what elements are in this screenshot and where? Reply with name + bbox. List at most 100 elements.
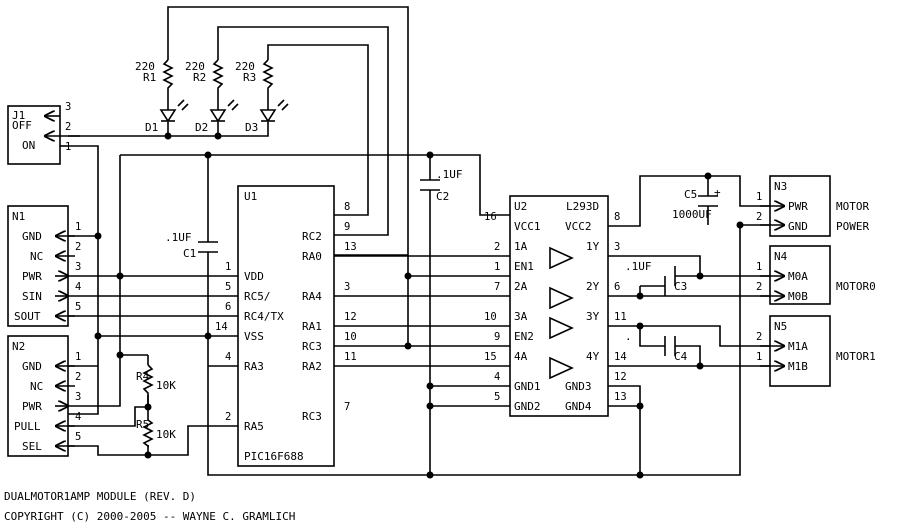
resistor-r2: 220 R2 <box>185 59 224 110</box>
capacitor-c5: + C5 1000UF <box>672 186 721 221</box>
n5-label: MOTOR1 <box>836 350 876 363</box>
r3-ref: R3 <box>243 71 256 84</box>
d2-ref: D2 <box>195 121 208 134</box>
u1-part: PIC16F688 <box>244 450 304 463</box>
n2-ref: N2 <box>12 340 25 353</box>
connector-n3: N3 PWR GND 1 2 MOTOR POWER <box>756 175 869 237</box>
pin-number: 2 <box>756 211 762 223</box>
pin-number: 13 <box>344 241 357 253</box>
pin-label: 2Y <box>586 280 600 293</box>
pin-label: VCC1 <box>514 220 541 233</box>
pin-number: 3 <box>344 281 350 293</box>
r4-ref: R4 <box>136 370 150 383</box>
junctions <box>94 132 744 479</box>
pin-label: GND <box>22 230 42 243</box>
pin-label: SIN <box>22 290 42 303</box>
pin-number: 3 <box>75 261 81 273</box>
pin-number: 6 <box>225 301 231 313</box>
pin-number: 10 <box>484 311 497 323</box>
capacitor-c3: .1UF C3 <box>625 260 687 296</box>
r2-value: 220 <box>185 60 205 73</box>
r2-ref: R2 <box>193 71 206 84</box>
pin-number: 2 <box>75 241 81 253</box>
pin-label: RA2 <box>302 360 322 373</box>
title-line-1: DUALMOTOR1AMP MODULE (REV. D) <box>4 490 196 503</box>
pin-label: VSS <box>244 330 264 343</box>
pin-number: 4 <box>494 371 500 383</box>
pin-label: RC2 <box>302 230 322 243</box>
pin-label: M1A <box>788 340 808 353</box>
pin-number: 1 <box>756 261 762 273</box>
c4-value: . <box>625 330 632 343</box>
pin-number: 3 <box>614 241 620 253</box>
pin-label: GND4 <box>565 400 592 413</box>
pin-number: 6 <box>614 281 620 293</box>
pin-label: PULL <box>14 420 41 433</box>
n4-ref: N4 <box>774 250 788 263</box>
pin-label: RC3 <box>302 340 322 353</box>
led-d1: D1 <box>145 99 189 134</box>
pin-label: 4Y <box>586 350 600 363</box>
pin-number: 16 <box>484 211 497 223</box>
pin-number: 10 <box>344 331 357 343</box>
pin-number: 2 <box>494 241 500 253</box>
pin-number: 9 <box>494 331 500 343</box>
pin-number: 4 <box>75 281 81 293</box>
j1-on-label: ON <box>22 139 35 152</box>
connector-n4: N4 M0A M0B 1 2 MOTOR0 <box>756 245 876 305</box>
pin-number: 12 <box>344 311 357 323</box>
c5-ref: C5 <box>684 188 697 201</box>
pin-label: 1Y <box>586 240 600 253</box>
pin-label: SEL <box>22 440 42 453</box>
pin-label: SOUT <box>14 310 41 323</box>
pin-number: 5 <box>75 431 81 443</box>
pin-label: RA3 <box>244 360 264 373</box>
c1-value: .1UF <box>165 231 192 244</box>
pin-number: 2 <box>225 411 231 423</box>
c4-ref: C4 <box>674 350 688 363</box>
pin-label: 3A <box>514 310 528 323</box>
r1-value: 220 <box>135 60 155 73</box>
chip-u2: U2 L293D VCC1 1A EN1 2A 3A EN2 4A GND1 G… <box>484 195 627 417</box>
pin-label: RC4/TX <box>244 310 284 323</box>
d1-ref: D1 <box>145 121 158 134</box>
pin-number: 1 <box>65 141 71 153</box>
pin-label: RC5/ <box>244 290 271 303</box>
pin-label: NC <box>30 380 43 393</box>
title-block: DUALMOTOR1AMP MODULE (REV. D) COPYRIGHT … <box>4 490 295 523</box>
pin-number: 5 <box>75 301 81 313</box>
j1-ref: J1 <box>12 109 25 122</box>
u2-part: L293D <box>566 200 599 213</box>
pin-label: GND <box>788 220 808 233</box>
pin-number: 12 <box>614 371 627 383</box>
pin-label: PWR <box>22 270 42 283</box>
pin-label: M0A <box>788 270 808 283</box>
pin-label: RA4 <box>302 290 322 303</box>
pin-label: 4A <box>514 350 528 363</box>
pin-label: 2A <box>514 280 528 293</box>
pin-number: 7 <box>494 281 500 293</box>
c2-ref: C2 <box>436 190 449 203</box>
n3-label-power: POWER <box>836 220 869 233</box>
pin-label: PWR <box>22 400 42 413</box>
resistor-r5: R5 10K <box>136 418 176 448</box>
j1-off-label: OFF <box>12 119 32 132</box>
pin-number: 14 <box>215 321 228 333</box>
capacitor-c4: . C4 <box>625 330 688 363</box>
chip-u1: U1 PIC16F688 VDD RC5/ RC4/TX VSS RA3 RA5… <box>215 185 357 467</box>
pin-number: 9 <box>344 221 350 233</box>
c2-value: .1UF <box>436 168 463 181</box>
pin-label: GND2 <box>514 400 541 413</box>
pin-label: RA5 <box>244 420 264 433</box>
pin-number: 1 <box>756 191 762 203</box>
r4-value: 10K <box>156 379 176 392</box>
d3-ref: D3 <box>245 121 258 134</box>
pin-number: 13 <box>614 391 627 403</box>
n4-label: MOTOR0 <box>836 280 876 293</box>
pin-label: GND3 <box>565 380 592 393</box>
pin-label: 3Y <box>586 310 600 323</box>
pin-label: NC <box>30 250 43 263</box>
pin-number: 1 <box>756 351 762 363</box>
connector-n2: N2 GND NC PWR PULL SEL 1 2 3 4 5 <box>7 335 81 457</box>
